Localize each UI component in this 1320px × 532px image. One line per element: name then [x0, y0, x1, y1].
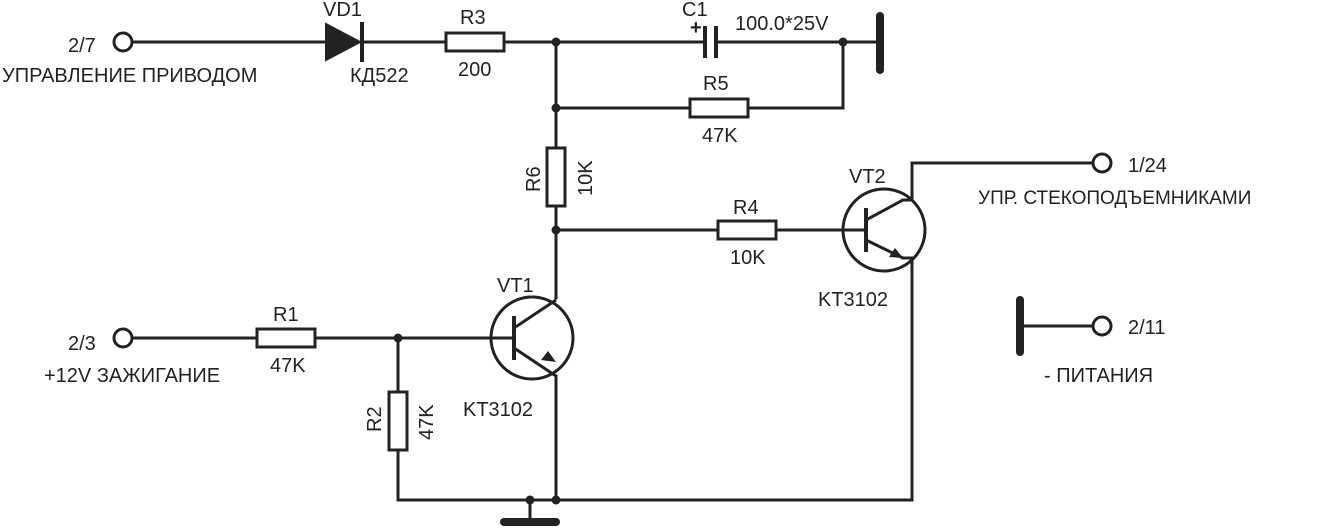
terminal-2-7-pin: 2/7 — [68, 35, 96, 57]
vd1-ref: VD1 — [323, 0, 362, 21]
terminal-2-7 — [112, 31, 134, 53]
r2-ref: R2 — [364, 406, 386, 432]
r3-ref: R3 — [460, 7, 486, 29]
c1-ref: C1 — [682, 0, 708, 21]
r1-value: 47K — [270, 355, 306, 377]
r1-ref: R1 — [273, 304, 299, 326]
resistor-r4 — [716, 219, 778, 241]
resistor-r1 — [255, 327, 317, 349]
r5-value: 47K — [702, 125, 738, 147]
terminal-2-11 — [1091, 315, 1113, 337]
r4-value: 10K — [730, 247, 766, 269]
terminal-2-3-pin: 2/3 — [68, 333, 96, 355]
transistor-vt1 — [489, 295, 575, 381]
vt2-value: KT3102 — [818, 289, 888, 311]
terminal-1-24 — [1091, 152, 1113, 174]
c1-value: 100.0*25V — [735, 13, 829, 35]
terminal-1-24-pin: 1/24 — [1128, 155, 1167, 177]
resistor-r5 — [688, 97, 750, 119]
vt1-ref: VT1 — [497, 275, 534, 297]
terminal-2-3 — [112, 327, 134, 349]
c1-polarity: + — [690, 17, 702, 39]
terminal-2-11-pin: 2/11 — [1128, 317, 1165, 339]
capacitor-c1 — [703, 26, 718, 58]
vt1-value: KT3102 — [463, 399, 533, 421]
terminal-1-24-label: УПР. СТЕКОПОДЪЕМНИКАМИ — [978, 188, 1251, 209]
terminal-2-11-label: - ПИТАНИЯ — [1044, 365, 1153, 387]
r2-value: 47K — [416, 404, 438, 440]
diode-vd1 — [325, 22, 364, 62]
vd1-value: КД522 — [350, 65, 409, 87]
terminal-2-3-label: +12V ЗАЖИГАНИЕ — [44, 365, 220, 387]
transistor-vt2 — [841, 187, 927, 273]
resistor-r2 — [387, 390, 409, 452]
vt2-ref: VT2 — [849, 166, 886, 188]
wires — [130, 40, 1095, 524]
r6-value: 10K — [575, 160, 597, 196]
resistor-r3 — [444, 31, 506, 53]
r3-value: 200 — [458, 59, 491, 81]
r6-ref: R6 — [523, 166, 545, 192]
junction-dots — [393, 37, 848, 505]
resistor-r6 — [545, 146, 567, 208]
terminal-2-7-label: УПРАВЛЕНИЕ ПРИВОДОМ — [2, 65, 257, 87]
r5-ref: R5 — [703, 73, 729, 95]
r4-ref: R4 — [733, 197, 759, 219]
